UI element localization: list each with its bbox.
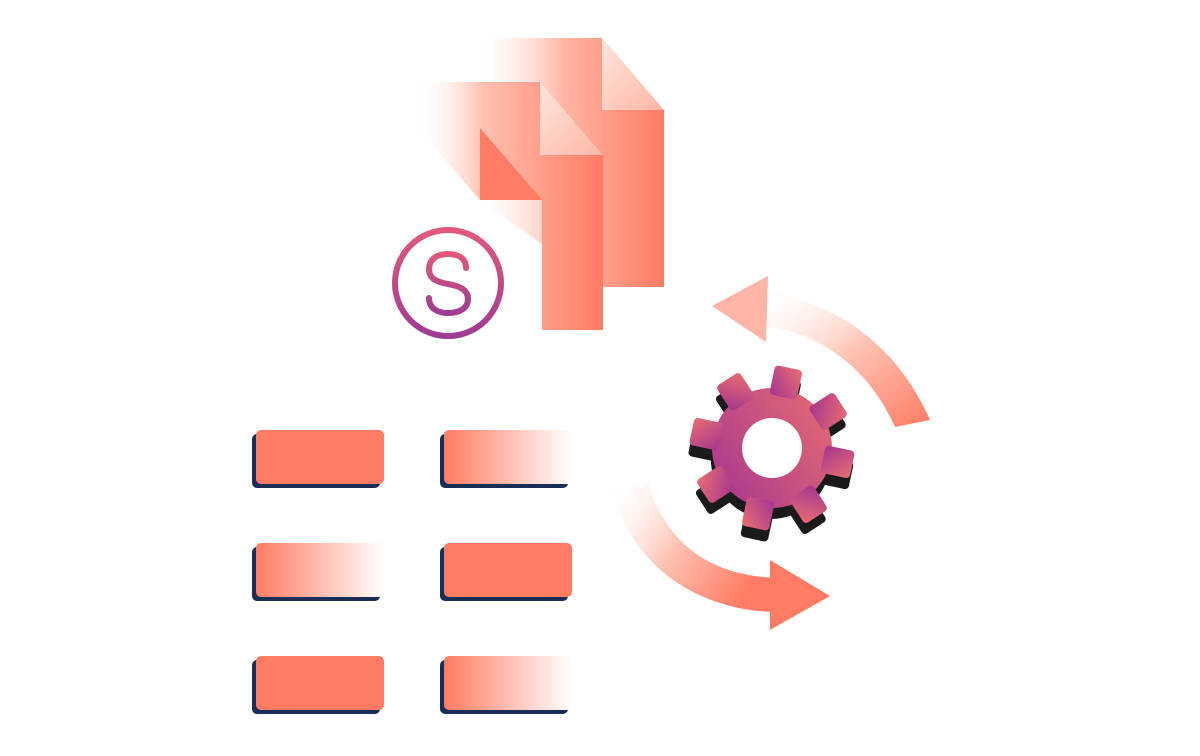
data-grid-icon <box>252 430 572 714</box>
documents-icon <box>418 38 664 330</box>
dollar-coin-icon <box>392 227 504 339</box>
arrow-top <box>712 276 930 427</box>
grid-cell <box>440 543 572 601</box>
gear-icon <box>688 365 855 542</box>
grid-cell <box>440 656 572 714</box>
grid-cell <box>252 543 384 601</box>
arrow-bottom <box>612 484 830 630</box>
grid-cell <box>252 656 384 714</box>
grid-cell <box>252 430 384 488</box>
cycle-arrows-icon <box>612 276 930 630</box>
document-front <box>418 82 603 330</box>
grid-cell <box>440 430 572 488</box>
